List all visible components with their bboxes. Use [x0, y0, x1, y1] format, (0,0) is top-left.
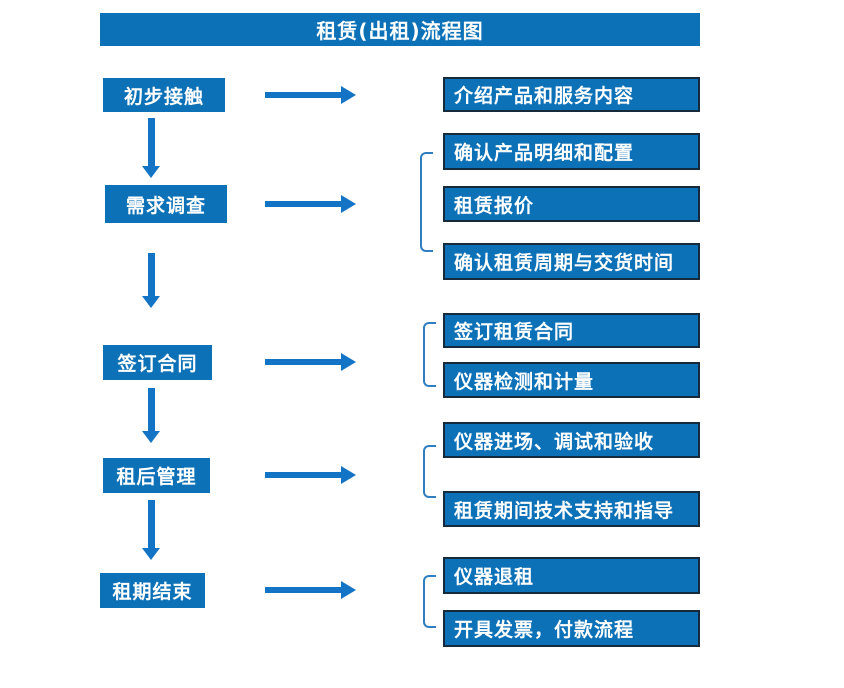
step-box-post-rental-management: 租后管理	[103, 458, 210, 493]
right-arrow-icon	[265, 353, 356, 371]
right-arrow-icon	[265, 195, 356, 213]
detail-box: 确认租赁周期与交货时间	[443, 243, 700, 280]
step-box-initial-contact: 初步接触	[103, 78, 225, 112]
right-arrow-icon	[265, 581, 356, 599]
right-arrow-icon	[265, 86, 356, 104]
detail-box: 介绍产品和服务内容	[443, 77, 700, 112]
step-box-rental-end: 租期结束	[100, 573, 205, 608]
down-arrow-icon	[142, 253, 160, 308]
down-arrow-icon	[142, 118, 160, 178]
detail-box: 仪器检测和计量	[443, 362, 700, 398]
step-box-sign-contract: 签订合同	[103, 345, 212, 380]
right-arrow-icon	[265, 466, 356, 484]
group-bracket-icon	[420, 152, 433, 252]
step-box-needs-survey: 需求调查	[105, 185, 227, 223]
detail-box: 仪器退租	[443, 557, 700, 594]
down-arrow-icon	[142, 388, 160, 443]
detail-box: 开具发票，付款流程	[443, 610, 700, 647]
detail-box: 仪器进场、调试和验收	[443, 422, 700, 458]
detail-box: 租赁报价	[443, 186, 700, 222]
detail-box: 租赁期间技术支持和指导	[443, 491, 700, 527]
group-bracket-icon	[423, 322, 436, 387]
detail-box: 签订租赁合同	[443, 313, 700, 348]
flowchart-title: 租赁(出租)流程图	[100, 13, 700, 46]
group-bracket-icon	[423, 575, 436, 628]
down-arrow-icon	[142, 500, 160, 560]
group-bracket-icon	[423, 445, 436, 498]
detail-box: 确认产品明细和配置	[443, 133, 700, 170]
